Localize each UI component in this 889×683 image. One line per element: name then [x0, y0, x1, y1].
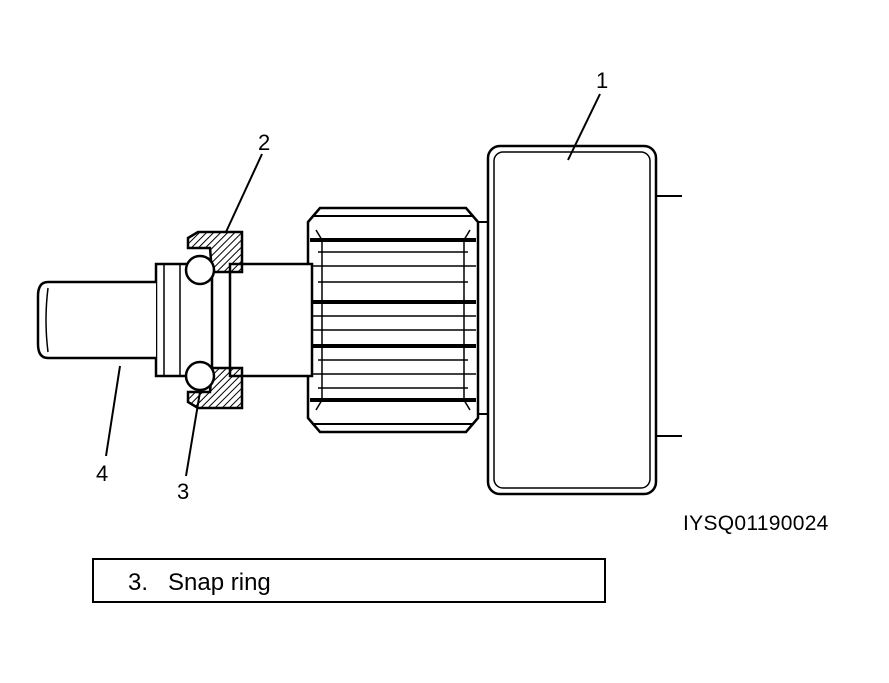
callout-1: 1	[596, 68, 608, 93]
shaft	[36, 262, 314, 378]
stop-collar	[186, 230, 244, 410]
callout-4: 4	[96, 461, 108, 486]
legend-item: 3. Snap ring	[128, 569, 271, 597]
legend-item-label: Snap ring	[168, 569, 271, 596]
callout-3: 3	[177, 479, 189, 504]
legend-box: 3. Snap ring	[92, 558, 606, 603]
leader-lines	[105, 93, 601, 477]
callout-2: 2	[258, 130, 270, 155]
pinion-gear	[306, 206, 480, 434]
figure-code: IYSQ01190024	[683, 512, 829, 535]
legend-item-number: 3.	[128, 569, 149, 596]
snap-ring	[184, 254, 216, 392]
clutch-housing	[474, 144, 682, 496]
